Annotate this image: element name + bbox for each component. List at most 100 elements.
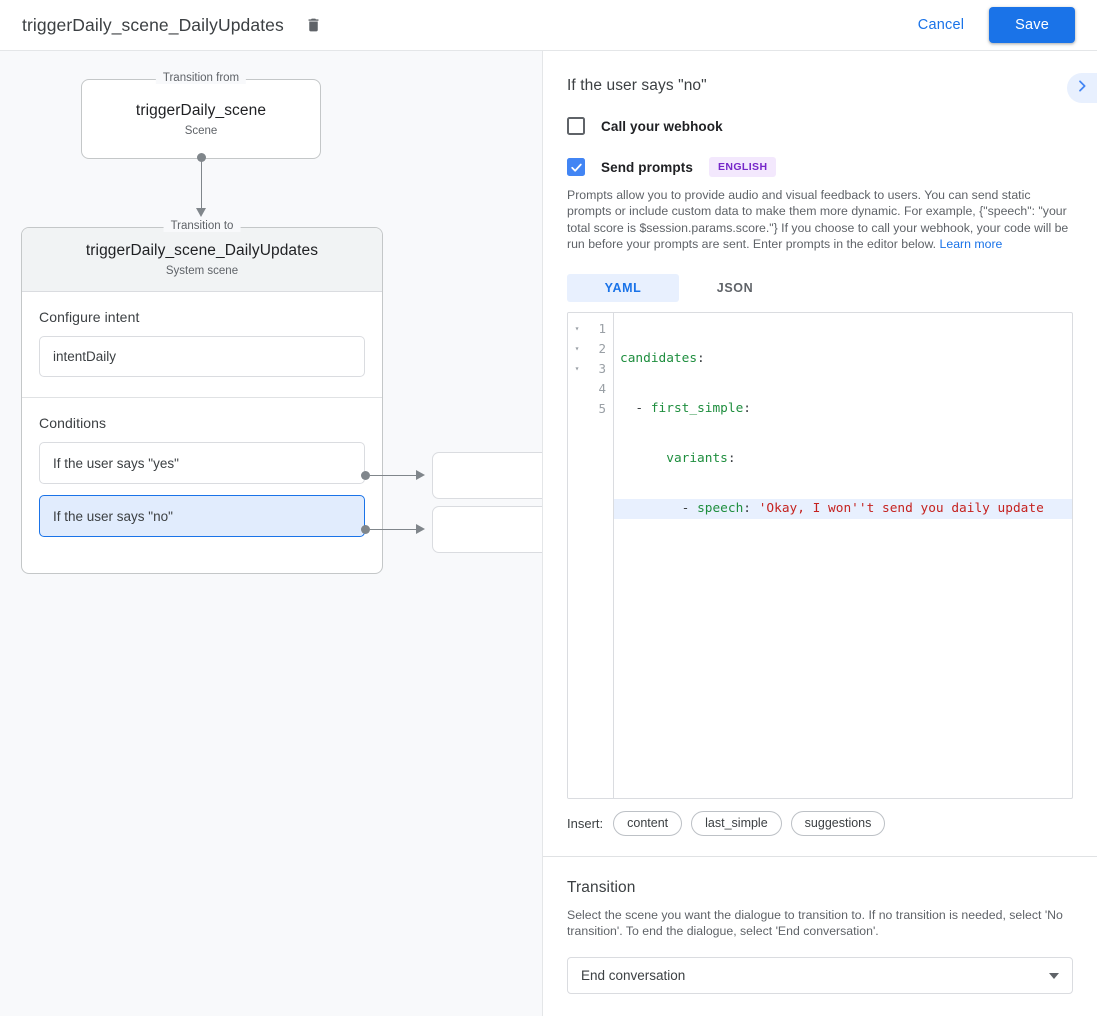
scene-graph-canvas[interactable]: Transition from triggerDaily_scene Scene… [0, 51, 542, 1016]
language-badge: ENGLISH [708, 157, 777, 177]
fold-toggle-icon[interactable]: ▾ [574, 363, 580, 373]
configure-intent-label: Configure intent [39, 309, 140, 325]
chevron-right-icon [1074, 78, 1090, 99]
code-indent [620, 451, 666, 466]
code-indent [620, 501, 682, 516]
page-title: triggerDaily_scene_DailyUpdates [22, 14, 284, 35]
chevron-down-icon [1049, 972, 1059, 979]
line-number: 1 [598, 321, 606, 337]
gutter-line[interactable]: 5 [568, 399, 613, 419]
transition-to-name: triggerDaily_scene_DailyUpdates [85, 242, 319, 259]
code-colon: : [697, 350, 705, 366]
configure-intent-section: Configure intent intentDaily [22, 292, 382, 397]
edge-dot-no [361, 525, 370, 534]
connector-arrow-icon [196, 208, 206, 217]
editor-format-tabs[interactable]: YAML JSON [567, 273, 1073, 302]
transition-to-type: System scene [165, 265, 239, 277]
connector-dot [197, 153, 206, 162]
code-key: first_simple [650, 400, 744, 416]
webhook-row[interactable]: Call your webhook [567, 117, 1073, 135]
gutter-line[interactable]: ▾ 1 [568, 319, 613, 339]
target-card-yes[interactable] [432, 452, 542, 499]
code-line-2[interactable]: - first_simple: [614, 399, 1072, 419]
expand-panel-button[interactable] [1067, 73, 1097, 103]
fold-toggle-icon[interactable]: ▾ [574, 323, 580, 333]
line-number: 3 [598, 361, 606, 377]
send-prompts-helper-text: Prompts allow you to provide audio and v… [567, 187, 1073, 253]
call-webhook-label: Call your webhook [601, 118, 723, 134]
call-webhook-checkbox[interactable] [567, 117, 585, 135]
tab-yaml[interactable]: YAML [567, 273, 679, 302]
insert-chip-content[interactable]: content [613, 810, 683, 836]
code-line-1[interactable]: candidates: [614, 349, 1072, 369]
tab-json[interactable]: JSON [716, 280, 754, 295]
gutter-line[interactable]: ▾ 2 [568, 339, 613, 359]
top-app-bar: triggerDaily_scene_DailyUpdates Cancel S… [0, 0, 1097, 51]
transition-from-legend: Transition from [155, 72, 247, 84]
send-prompts-row[interactable]: Send prompts ENGLISH [567, 157, 1073, 177]
code-colon: : [743, 500, 752, 516]
editor-gutter: ▾ 1 ▾ 2 ▾ 3 4 5 [568, 312, 614, 798]
intent-chip[interactable]: intentDaily [39, 336, 365, 377]
transition-from-type: Scene [184, 124, 218, 137]
code-dash: - [681, 500, 698, 516]
editor-code-area[interactable]: candidates: - first_simple: variants: - … [614, 313, 1072, 798]
panel-header: If the user says "no" [567, 51, 1073, 95]
conditions-section: Conditions If the user says "yes" If the… [22, 397, 382, 557]
code-dash: - [635, 400, 651, 416]
code-line-3[interactable]: variants: [614, 449, 1072, 469]
transition-select[interactable]: End conversation [567, 957, 1073, 995]
save-button[interactable]: Save [989, 7, 1075, 43]
helper-body: Prompts allow you to provide audio and v… [567, 188, 1069, 252]
insert-chips-row: Insert: content last_simple suggestions [567, 810, 1073, 836]
trash-icon [305, 16, 322, 34]
code-colon: : [727, 450, 736, 466]
code-indent [620, 401, 635, 416]
prompt-code-editor[interactable]: ▾ 1 ▾ 2 ▾ 3 4 5 [567, 311, 1073, 799]
edge-arrow-yes-icon [416, 470, 425, 480]
condition-chip-no[interactable]: If the user says "no" [39, 495, 365, 537]
learn-more-link[interactable]: Learn more [939, 237, 1003, 252]
gutter-line[interactable]: ▾ 3 [568, 359, 613, 379]
fold-toggle-icon[interactable]: ▾ [574, 343, 580, 353]
target-card-no[interactable] [432, 506, 542, 553]
gutter-line[interactable]: 4 [568, 379, 613, 399]
transition-to-header: triggerDaily_scene_DailyUpdates System s… [22, 228, 382, 292]
transition-select-value: End conversation [581, 968, 686, 984]
transition-helper-text: Select the scene you want the dialogue t… [567, 907, 1063, 939]
line-number: 2 [598, 341, 606, 357]
code-line-5[interactable] [614, 549, 1072, 569]
transition-from-node[interactable]: Transition from triggerDaily_scene Scene [81, 72, 321, 159]
transition-title: Transition [567, 878, 636, 896]
line-number: 4 [598, 381, 606, 397]
transition-to-legend: Transition to [163, 220, 241, 232]
code-colon: : [743, 400, 752, 416]
code-key: candidates [620, 350, 698, 366]
insert-chip-suggestions[interactable]: suggestions [790, 810, 886, 836]
code-key: speech [697, 500, 744, 516]
edge-line-yes [370, 475, 416, 477]
send-prompts-checkbox[interactable] [567, 158, 585, 176]
insert-chip-last-simple[interactable]: last_simple [691, 810, 782, 836]
code-line-4[interactable]: - speech: 'Okay, I won''t send you daily… [614, 498, 1072, 519]
panel-body: If the user says "no" Call your webhook … [543, 51, 1097, 836]
section-divider [543, 855, 1097, 857]
condition-details-panel: If the user says "no" Call your webhook … [542, 51, 1097, 1016]
line-number: 5 [598, 401, 606, 417]
transition-section: Transition Select the scene you want the… [543, 879, 1097, 995]
connector-line [201, 158, 203, 211]
delete-button[interactable] [301, 12, 327, 38]
edge-dot-yes [361, 471, 370, 480]
edge-arrow-no-icon [416, 524, 425, 534]
transition-from-name: triggerDaily_scene [135, 101, 267, 119]
insert-label: Insert: [567, 815, 604, 831]
code-value: 'Okay, I won''t send you daily update [751, 500, 1044, 516]
send-prompts-label: Send prompts [601, 159, 693, 175]
code-key: variants [666, 450, 728, 466]
conditions-label: Conditions [39, 415, 107, 431]
edge-line-no [370, 529, 416, 531]
panel-title: If the user says "no" [567, 77, 707, 94]
condition-chip-yes[interactable]: If the user says "yes" [39, 442, 365, 484]
cancel-button[interactable]: Cancel [904, 8, 978, 42]
transition-to-node[interactable]: Transition to triggerDaily_scene_DailyUp… [21, 220, 383, 574]
